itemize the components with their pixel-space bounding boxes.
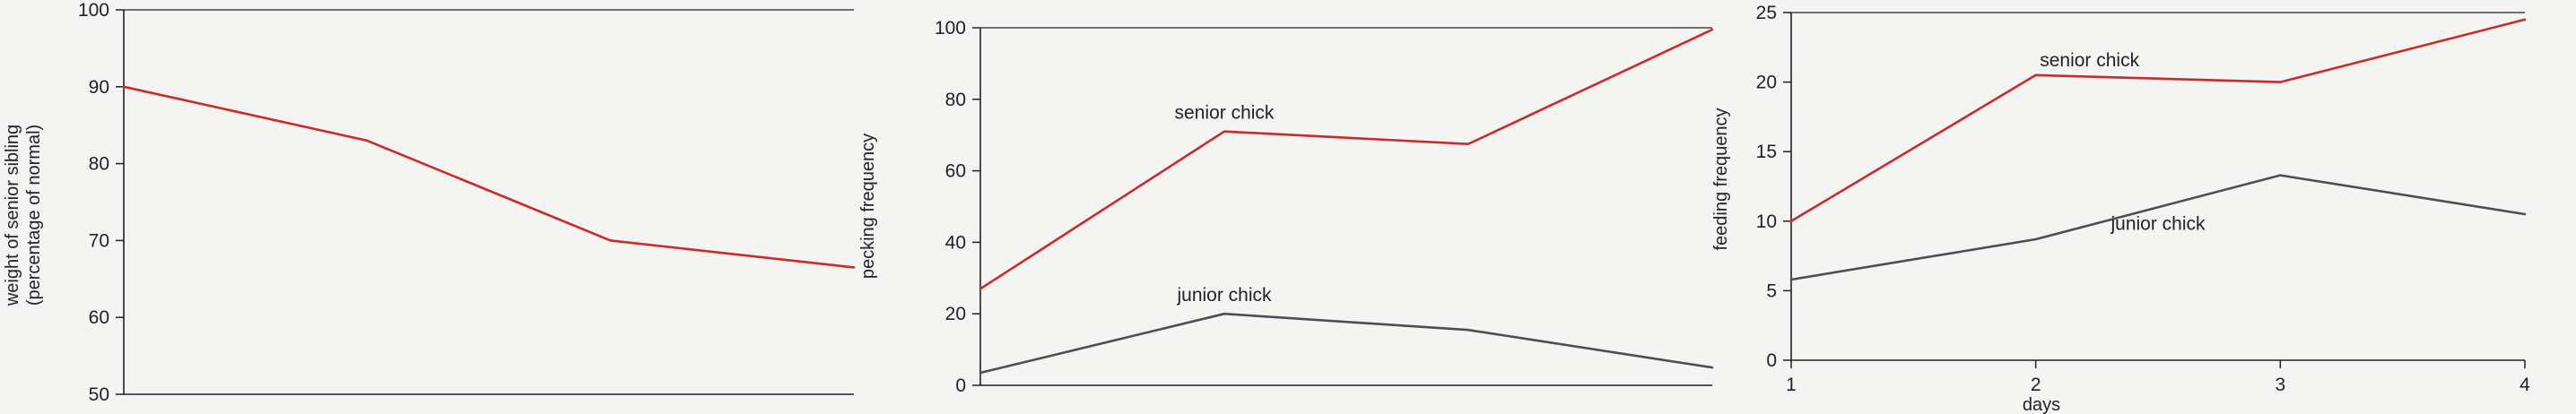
y-tick-label: 50 [89,384,109,405]
series-line-senior [1789,18,2527,223]
y-tick-label: 100 [78,0,109,21]
annotation-senior: senior chick [2040,50,2139,71]
y-tick-label: 40 [945,232,966,253]
y-tick-label: 100 [935,18,966,39]
y-tick-label: 70 [89,230,109,251]
y-tick-label: 60 [89,307,109,328]
y-tick-label: 80 [945,90,966,110]
x-tick-label: 2 [2031,375,2041,395]
y-tick-label: 10 [1756,211,1777,232]
y-tick-label: 25 [1756,3,1777,23]
y-tick-label: 0 [1766,350,1777,371]
y-tick-label: 80 [89,154,109,175]
series-line-junior [1789,174,2527,281]
annotation-junior: junior chick [2110,213,2206,234]
y-axis-label: weight of senior sibling [3,125,22,306]
y-tick-label: 20 [1756,73,1777,93]
y-tick-label: 0 [955,375,966,396]
x-tick-label: 3 [2275,375,2285,395]
x-tick-label: 4 [2519,375,2530,395]
chart-panel-2: 0 20 40 60 80 100 pecking frequency senior chic… [858,18,1714,396]
y-tick-label: 20 [945,304,966,324]
series-line-senior [122,85,856,269]
y-tick-label: 5 [1766,280,1777,301]
y-tick-label: 90 [89,77,109,98]
annotation-senior: senior chick [1175,103,1275,124]
series-line-senior [979,28,1714,290]
annotation-junior: junior chick [1176,285,1272,306]
y-axis-label: pecking frequency [858,134,878,279]
series-line-junior [979,312,1714,375]
y-tick-label: 15 [1756,142,1777,162]
y-axis-label: (percentage of normal) [24,125,44,306]
y-tick-label: 60 [945,161,966,182]
chart-panel-1: 50 60 70 80 90 100 weight of senior sibling(pe… [3,0,856,405]
x-axis-label: days [2023,395,2060,414]
y-axis-label: feeding frequency [1711,108,1731,250]
x-tick-label: 1 [1786,375,1797,395]
chart-panel-3: 0 5 10 15 20 25 1 2 3 4 days feeding frequency senio… [1711,3,2530,414]
